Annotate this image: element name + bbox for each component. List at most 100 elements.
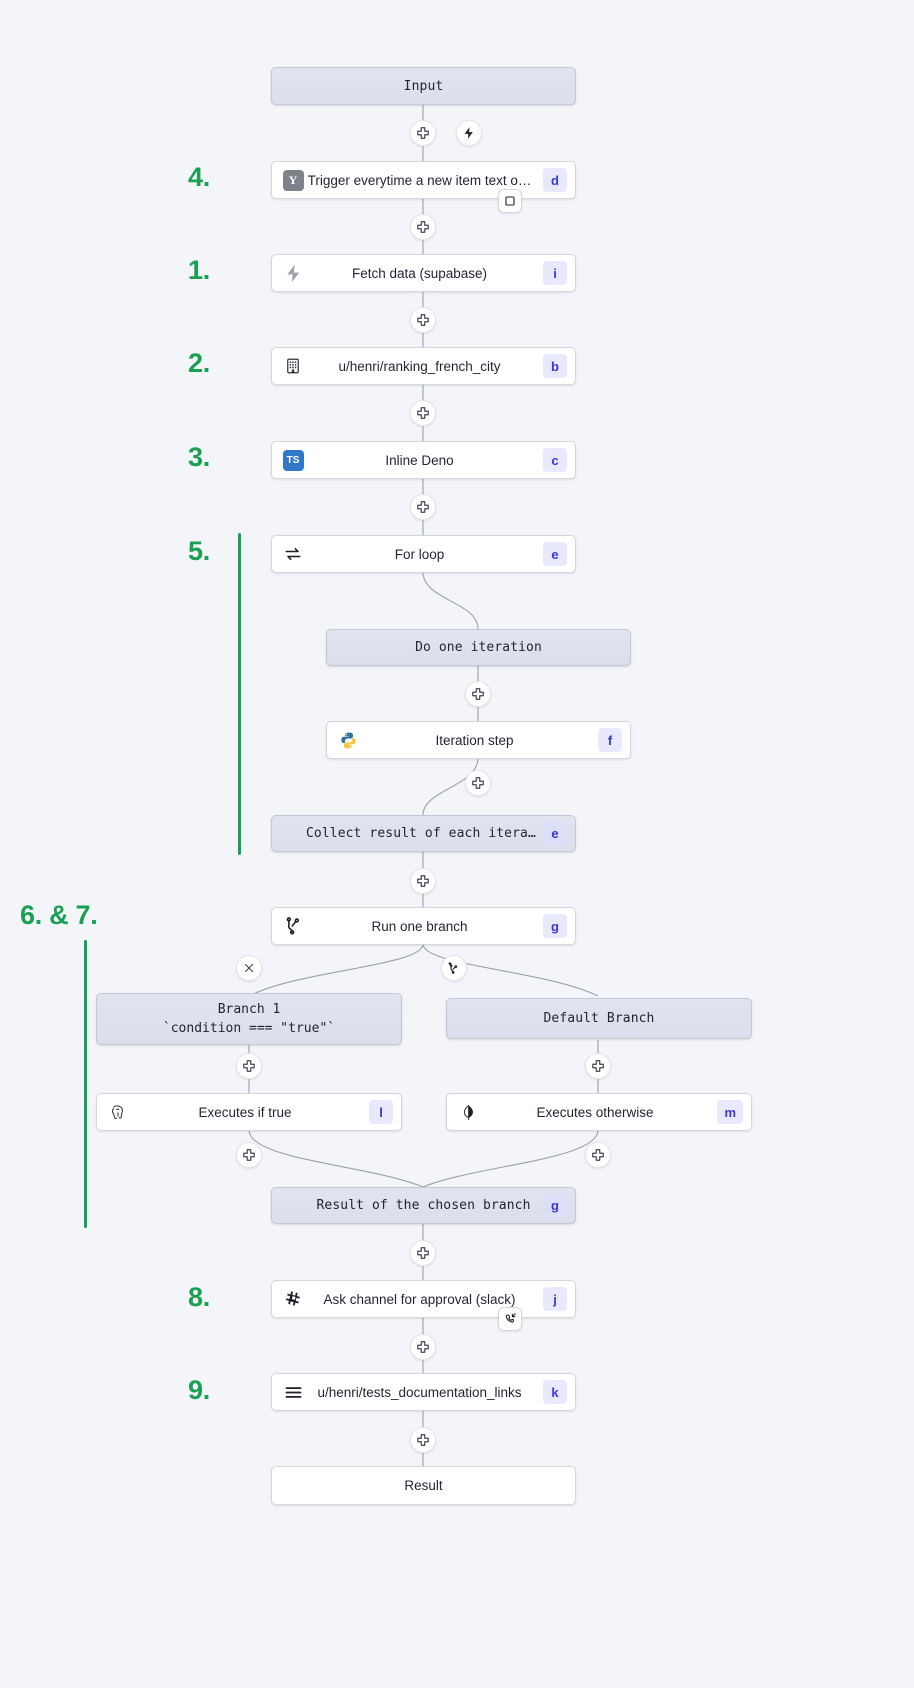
- node-result-of-chosen-branch-label: Result of the chosen branch: [316, 1198, 531, 1213]
- node-trigger-id: d: [543, 168, 567, 192]
- node-ranking-french-city-id: b: [543, 354, 567, 378]
- add-step-plus-fetch[interactable]: [410, 307, 436, 333]
- node-ranking-french-city[interactable]: u/henri/ranking_french_city b: [271, 347, 576, 385]
- node-result-of-chosen-branch-id: g: [543, 1193, 567, 1218]
- node-tests-documentation-links[interactable]: u/henri/tests_documentation_links k: [271, 1373, 576, 1411]
- add-step-plus-after-if-true[interactable]: [236, 1142, 262, 1168]
- node-iteration-step-label: Iteration step: [435, 732, 514, 748]
- node-input[interactable]: Input: [271, 67, 576, 105]
- plus-icon: [417, 1434, 429, 1446]
- supabase-icon: [282, 262, 304, 284]
- supabase-bolt-glyph: [286, 264, 299, 282]
- hamburger-glyph: [285, 1386, 301, 1398]
- node-for-loop-id: e: [543, 542, 567, 566]
- node-trigger[interactable]: Y Trigger everytime a new item text o… d: [271, 161, 576, 199]
- node-branch-1[interactable]: Branch 1 `condition === "true"`: [96, 993, 402, 1045]
- add-step-plus-collect[interactable]: [410, 868, 436, 894]
- add-step-plus-input[interactable]: [410, 120, 436, 146]
- yaml-icon: Y: [282, 169, 304, 191]
- step-number-9: 9.: [188, 1375, 210, 1405]
- node-input-label: Input: [403, 78, 444, 94]
- node-run-one-branch[interactable]: Run one branch g: [271, 907, 576, 945]
- node-fetch-data-id: i: [543, 261, 567, 285]
- branch-remove-button[interactable]: [236, 955, 262, 981]
- node-executes-if-true-id: l: [369, 1100, 393, 1124]
- node-slack-approval-id: j: [543, 1287, 567, 1311]
- node-branch-1-condition: `condition === "true"`: [162, 1021, 336, 1036]
- building-glyph: [287, 358, 299, 374]
- plus-icon: [417, 501, 429, 513]
- repeat-arrows-glyph: [285, 548, 301, 560]
- plus-icon: [592, 1060, 604, 1072]
- node-ranking-french-city-label: u/henri/ranking_french_city: [338, 358, 501, 374]
- node-inline-deno-id: c: [543, 448, 567, 472]
- node-do-one-iteration[interactable]: Do one iteration: [326, 629, 631, 666]
- branch-icon: [282, 915, 304, 937]
- building-icon: [282, 355, 304, 377]
- plus-icon: [472, 777, 484, 789]
- close-x-icon: [244, 963, 254, 973]
- add-step-plus-after-otherwise[interactable]: [585, 1142, 611, 1168]
- add-branch-icon: [448, 961, 458, 974]
- postgres-elephant-glyph: [111, 1104, 123, 1119]
- node-default-branch-label: Default Branch: [543, 1011, 655, 1026]
- step-number-5: 5.: [188, 536, 210, 566]
- add-step-plus-after-iteration[interactable]: [465, 770, 491, 796]
- node-trigger-label: Trigger everytime a new item text o…: [307, 172, 532, 188]
- plus-icon: [417, 875, 429, 887]
- step-number-3: 3.: [188, 442, 210, 472]
- node-collect-result-id: e: [543, 821, 567, 846]
- node-slack-approval-label: Ask channel for approval (slack): [323, 1291, 516, 1307]
- node-iteration-step-id: f: [598, 728, 622, 752]
- node-collect-result-label: Collect result of each iteration: [306, 826, 560, 841]
- node-result-label: Result: [404, 1478, 443, 1493]
- node-tests-documentation-links-label: u/henri/tests_documentation_links: [317, 1384, 522, 1400]
- approval-resume-button[interactable]: [498, 1307, 522, 1331]
- typescript-icon: TS: [282, 449, 304, 471]
- node-tests-documentation-links-id: k: [543, 1380, 567, 1404]
- add-step-plus-ranking[interactable]: [410, 400, 436, 426]
- add-step-plus-docs[interactable]: [410, 1427, 436, 1453]
- slack-hash-icon: [282, 1288, 304, 1310]
- node-collect-result[interactable]: Collect result of each iteration e: [271, 815, 576, 852]
- lightning-bolt-icon: [464, 127, 473, 139]
- add-step-plus-defaultbranch[interactable]: [585, 1053, 611, 1079]
- plus-icon: [417, 127, 429, 139]
- branch-add-button[interactable]: [441, 955, 467, 981]
- add-step-plus-iteration[interactable]: [465, 681, 491, 707]
- node-iteration-step[interactable]: Iteration step f: [326, 721, 631, 759]
- add-step-plus-trigger[interactable]: [410, 214, 436, 240]
- add-step-plus-slack[interactable]: [410, 1334, 436, 1360]
- plus-icon: [417, 1341, 429, 1353]
- node-run-one-branch-label: Run one branch: [371, 918, 468, 934]
- node-default-branch[interactable]: Default Branch: [446, 998, 752, 1039]
- trigger-stop-button[interactable]: [498, 189, 522, 213]
- plus-icon: [417, 221, 429, 233]
- node-result[interactable]: Result: [271, 1466, 576, 1505]
- node-executes-otherwise[interactable]: Executes otherwise m: [446, 1093, 752, 1131]
- plus-icon: [243, 1060, 255, 1072]
- node-executes-if-true[interactable]: Executes if true l: [96, 1093, 402, 1131]
- square-stop-icon: [505, 196, 515, 206]
- loop-scope-bar: [238, 533, 241, 855]
- add-step-plus-branch1[interactable]: [236, 1053, 262, 1079]
- trigger-bolt-button[interactable]: [456, 120, 482, 146]
- node-for-loop-label: For loop: [394, 546, 445, 562]
- node-inline-deno[interactable]: TS Inline Deno c: [271, 441, 576, 479]
- git-branch-glyph: [286, 917, 300, 935]
- node-fetch-data[interactable]: Fetch data (supabase) i: [271, 254, 576, 292]
- step-number-6-and-7: 6. & 7.: [20, 900, 98, 930]
- plus-icon: [243, 1149, 255, 1161]
- step-number-2: 2.: [188, 348, 210, 378]
- step-number-4: 4.: [188, 162, 210, 192]
- node-executes-if-true-label: Executes if true: [198, 1104, 292, 1120]
- node-slack-approval[interactable]: Ask channel for approval (slack) j: [271, 1280, 576, 1318]
- plus-icon: [417, 314, 429, 326]
- add-step-plus-deno[interactable]: [410, 494, 436, 520]
- add-step-plus-chosen[interactable]: [410, 1240, 436, 1266]
- plus-icon: [417, 407, 429, 419]
- node-for-loop[interactable]: For loop e: [271, 535, 576, 573]
- node-result-of-chosen-branch[interactable]: Result of the chosen branch g: [271, 1187, 576, 1224]
- node-executes-otherwise-label: Executes otherwise: [536, 1104, 654, 1120]
